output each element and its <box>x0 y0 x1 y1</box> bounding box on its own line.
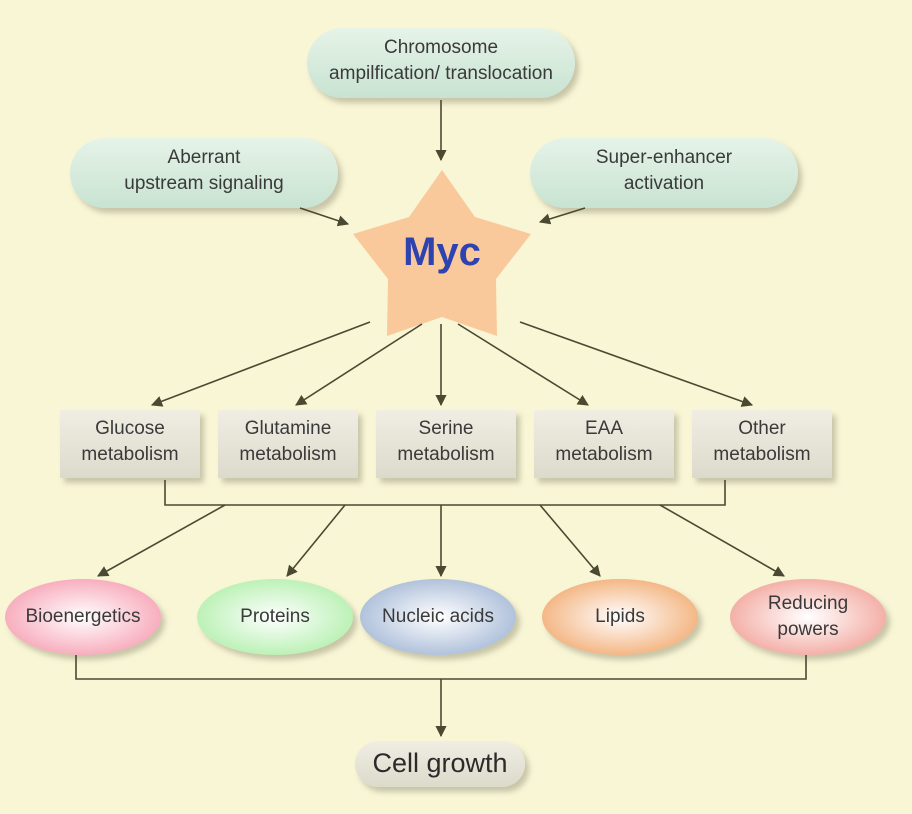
glutamine-box <box>218 410 358 478</box>
arrow-myc-to-glutamine <box>295 323 423 406</box>
super-enhancer-pill <box>530 138 798 208</box>
cell-growth-pill <box>355 741 525 787</box>
reducing-powers-label: Reducing powers <box>767 593 849 640</box>
chromosome-pill <box>307 28 575 98</box>
arrow-myc-to-other <box>519 321 754 407</box>
other-box <box>692 410 832 478</box>
arrow-to-proteins <box>286 504 346 577</box>
metabolism-bracket <box>164 480 726 506</box>
chromosome-label: Chromosome ampilfication/ translocation <box>329 37 553 84</box>
bioenergetics-ellipse <box>5 579 161 655</box>
arrow-to-lipids <box>539 504 601 577</box>
eaa-label: EAA metabolism <box>555 418 653 465</box>
aberrant-signaling-label: Aberrant upstream signaling <box>124 147 284 194</box>
myc-label: Myc <box>403 230 481 274</box>
cell-growth-label: Cell growth <box>372 748 508 778</box>
eaa-box <box>534 410 674 478</box>
other-label: Other metabolism <box>713 418 811 465</box>
proteins-label: Proteins <box>240 606 310 627</box>
super-enhancer-label: Super-enhancer activation <box>595 147 733 194</box>
nucleic-acids-label: Nucleic acids <box>382 606 494 627</box>
arrow-myc-to-eaa <box>457 323 589 406</box>
arrow-to-reducing-powers <box>659 504 785 577</box>
bioenergetics-label: Bioenergetics <box>25 606 141 627</box>
glucose-box <box>60 410 200 478</box>
arrow-super-enhancer-to-myc <box>538 207 586 225</box>
arrow-myc-to-glucose <box>150 321 371 407</box>
lipids-ellipse <box>542 579 698 655</box>
reducing-powers-ellipse <box>730 579 886 655</box>
myc-star <box>353 170 531 336</box>
arrow-to-bioenergetics <box>97 504 226 577</box>
nucleic-acids-ellipse <box>360 579 516 655</box>
glucose-label: Glucose metabolism <box>81 418 179 465</box>
aberrant-signaling-pill <box>70 138 338 208</box>
proteins-ellipse <box>197 579 353 655</box>
serine-box <box>376 410 516 478</box>
serine-label: Serine metabolism <box>397 418 495 465</box>
arrow-aberrant-to-myc <box>299 207 350 227</box>
glutamine-label: Glutamine metabolism <box>239 418 337 465</box>
lipids-label: Lipids <box>595 606 645 627</box>
